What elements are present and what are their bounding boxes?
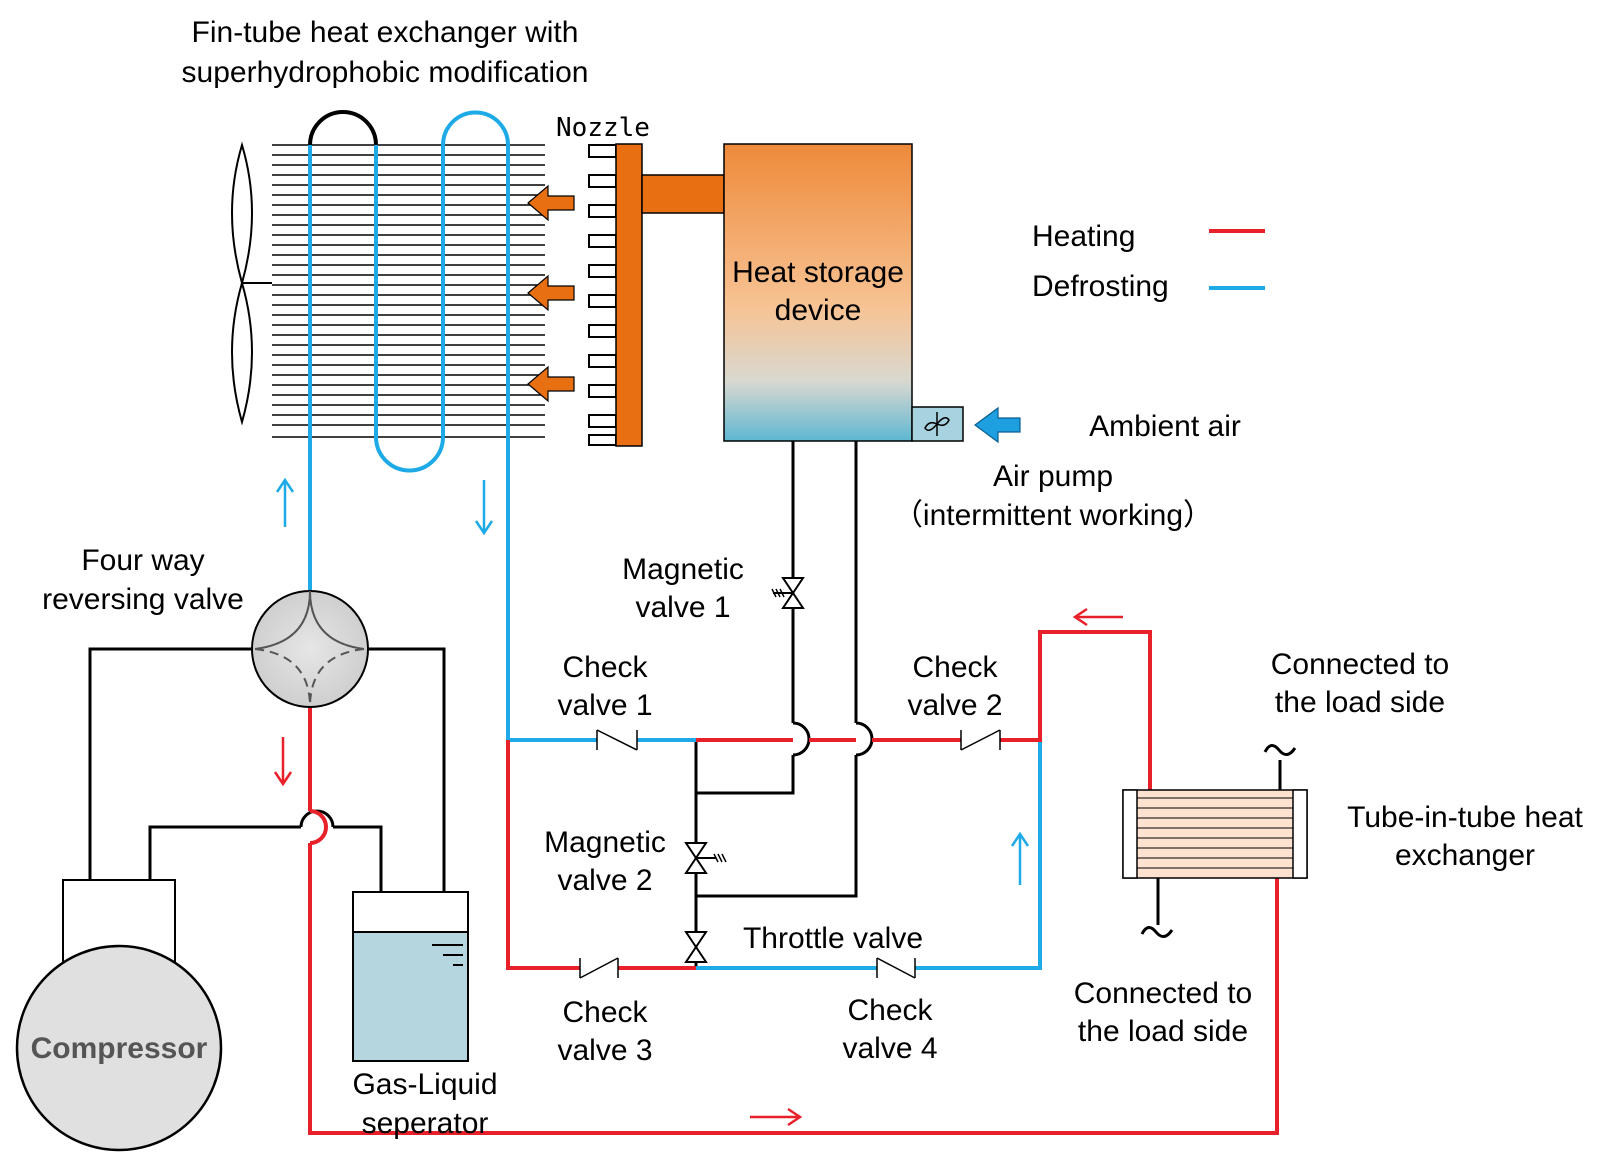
legend: Heating Defrosting <box>1032 220 1265 303</box>
legend-heating-label: Heating <box>1032 220 1135 253</box>
air-pump-label-line1: Air pump <box>993 460 1113 493</box>
nozzle-tips <box>588 144 617 446</box>
flow-arrow-down-icon <box>273 737 293 787</box>
magnetic-valve-1-label-line2: valve 1 <box>635 591 730 624</box>
heat-exchanger-label-line1: Fin-tube heat exchanger with <box>192 16 579 49</box>
air-pump <box>911 406 964 442</box>
defrosting-piping <box>308 437 1042 970</box>
heat-storage-label-line1: Heat storage <box>732 256 904 289</box>
check-valve-4-label-line1: Check <box>847 994 933 1027</box>
tube-label-line1: Tube-in-tube heat <box>1347 801 1583 834</box>
gas-liquid-separator <box>352 891 469 1062</box>
coil-tubes <box>308 110 510 473</box>
check-valve-2-label-line2: valve 2 <box>907 689 1002 722</box>
compressor-label: Compressor <box>31 1032 208 1065</box>
load-bottom-label-line2: the load side <box>1078 1015 1248 1048</box>
heat-storage-label-line2: device <box>775 294 862 327</box>
check-valve-4-label-line2: valve 4 <box>842 1032 937 1065</box>
load-side-tilde-icon <box>1140 926 1174 938</box>
spray-arrow-icon <box>527 365 575 403</box>
flow-arrow-up-icon <box>1010 831 1030 885</box>
air-pump-label-line2: （intermittent working） <box>893 499 1213 532</box>
coil-top-bend <box>308 110 378 146</box>
load-bottom-label-line1: Connected to <box>1074 977 1252 1010</box>
load-side-tilde-icon <box>1263 744 1297 756</box>
throttle-valve-label: Throttle valve <box>743 922 923 955</box>
fan-icon <box>231 141 272 426</box>
magnetic-valve-2-label-line2: valve 2 <box>557 864 652 897</box>
magnetic-valve-1 <box>771 577 805 609</box>
air-pump-fan-icon <box>924 412 950 436</box>
heat-exchanger-label-line2: superhydrophobic modification <box>182 56 589 89</box>
heating-piping <box>308 630 1279 1135</box>
flow-arrow-up-icon <box>275 477 295 527</box>
spray-arrow-icon <box>527 184 575 222</box>
legend-defrosting-label: Defrosting <box>1032 270 1169 303</box>
spray-arrow-icon <box>527 274 575 312</box>
magnetic-valve-2-label-line1: Magnetic <box>544 826 666 859</box>
tube-in-tube-heat-exchanger <box>1122 789 1308 879</box>
check-valve-1 <box>596 729 638 751</box>
flow-arrow-right-icon <box>750 1107 803 1127</box>
load-top-label-line1: Connected to <box>1271 648 1449 681</box>
fin-tube-heat-exchanger <box>272 110 545 473</box>
fins <box>272 144 545 438</box>
check-valve-3 <box>579 957 619 979</box>
four-way-reversing-valve <box>251 590 369 708</box>
flow-arrow-left-icon <box>1072 607 1123 627</box>
magnetic-valve-2 <box>684 842 727 874</box>
check-valve-3-label-line2: valve 3 <box>557 1034 652 1067</box>
check-valve-1-label-line1: Check <box>562 651 648 684</box>
check-valve-2 <box>960 729 1001 751</box>
flow-arrow-down-icon <box>474 480 494 536</box>
compressor <box>15 879 223 1152</box>
nozzle-header <box>615 143 643 447</box>
ambient-air-label: Ambient air <box>1089 410 1241 443</box>
check-valve-1-label-line2: valve 1 <box>557 689 652 722</box>
check-valve-3-label-line1: Check <box>562 996 648 1029</box>
ambient-air-arrow-icon <box>973 406 1021 444</box>
check-valve-2-label-line1: Check <box>912 651 998 684</box>
separator-label-line1: Gas-Liquid <box>352 1068 497 1101</box>
heat-storage-device <box>723 143 913 442</box>
nozzle-label: Nozzle <box>556 113 650 143</box>
load-top-label-line2: the load side <box>1275 686 1445 719</box>
nozzle-manifold <box>588 143 725 447</box>
separator-label-line2: seperator <box>362 1107 489 1140</box>
nozzle-feed-pipe <box>641 174 725 214</box>
spray-arrows <box>527 184 575 403</box>
throttle-valve <box>684 931 708 963</box>
magnetic-valve-1-label-line1: Magnetic <box>622 553 744 586</box>
flow-arrows <box>273 477 1123 1127</box>
four-way-label-line1: Four way <box>81 544 204 577</box>
check-valve-4 <box>876 957 916 979</box>
four-way-label-line2: reversing valve <box>42 583 244 616</box>
tube-label-line2: exchanger <box>1395 839 1535 872</box>
